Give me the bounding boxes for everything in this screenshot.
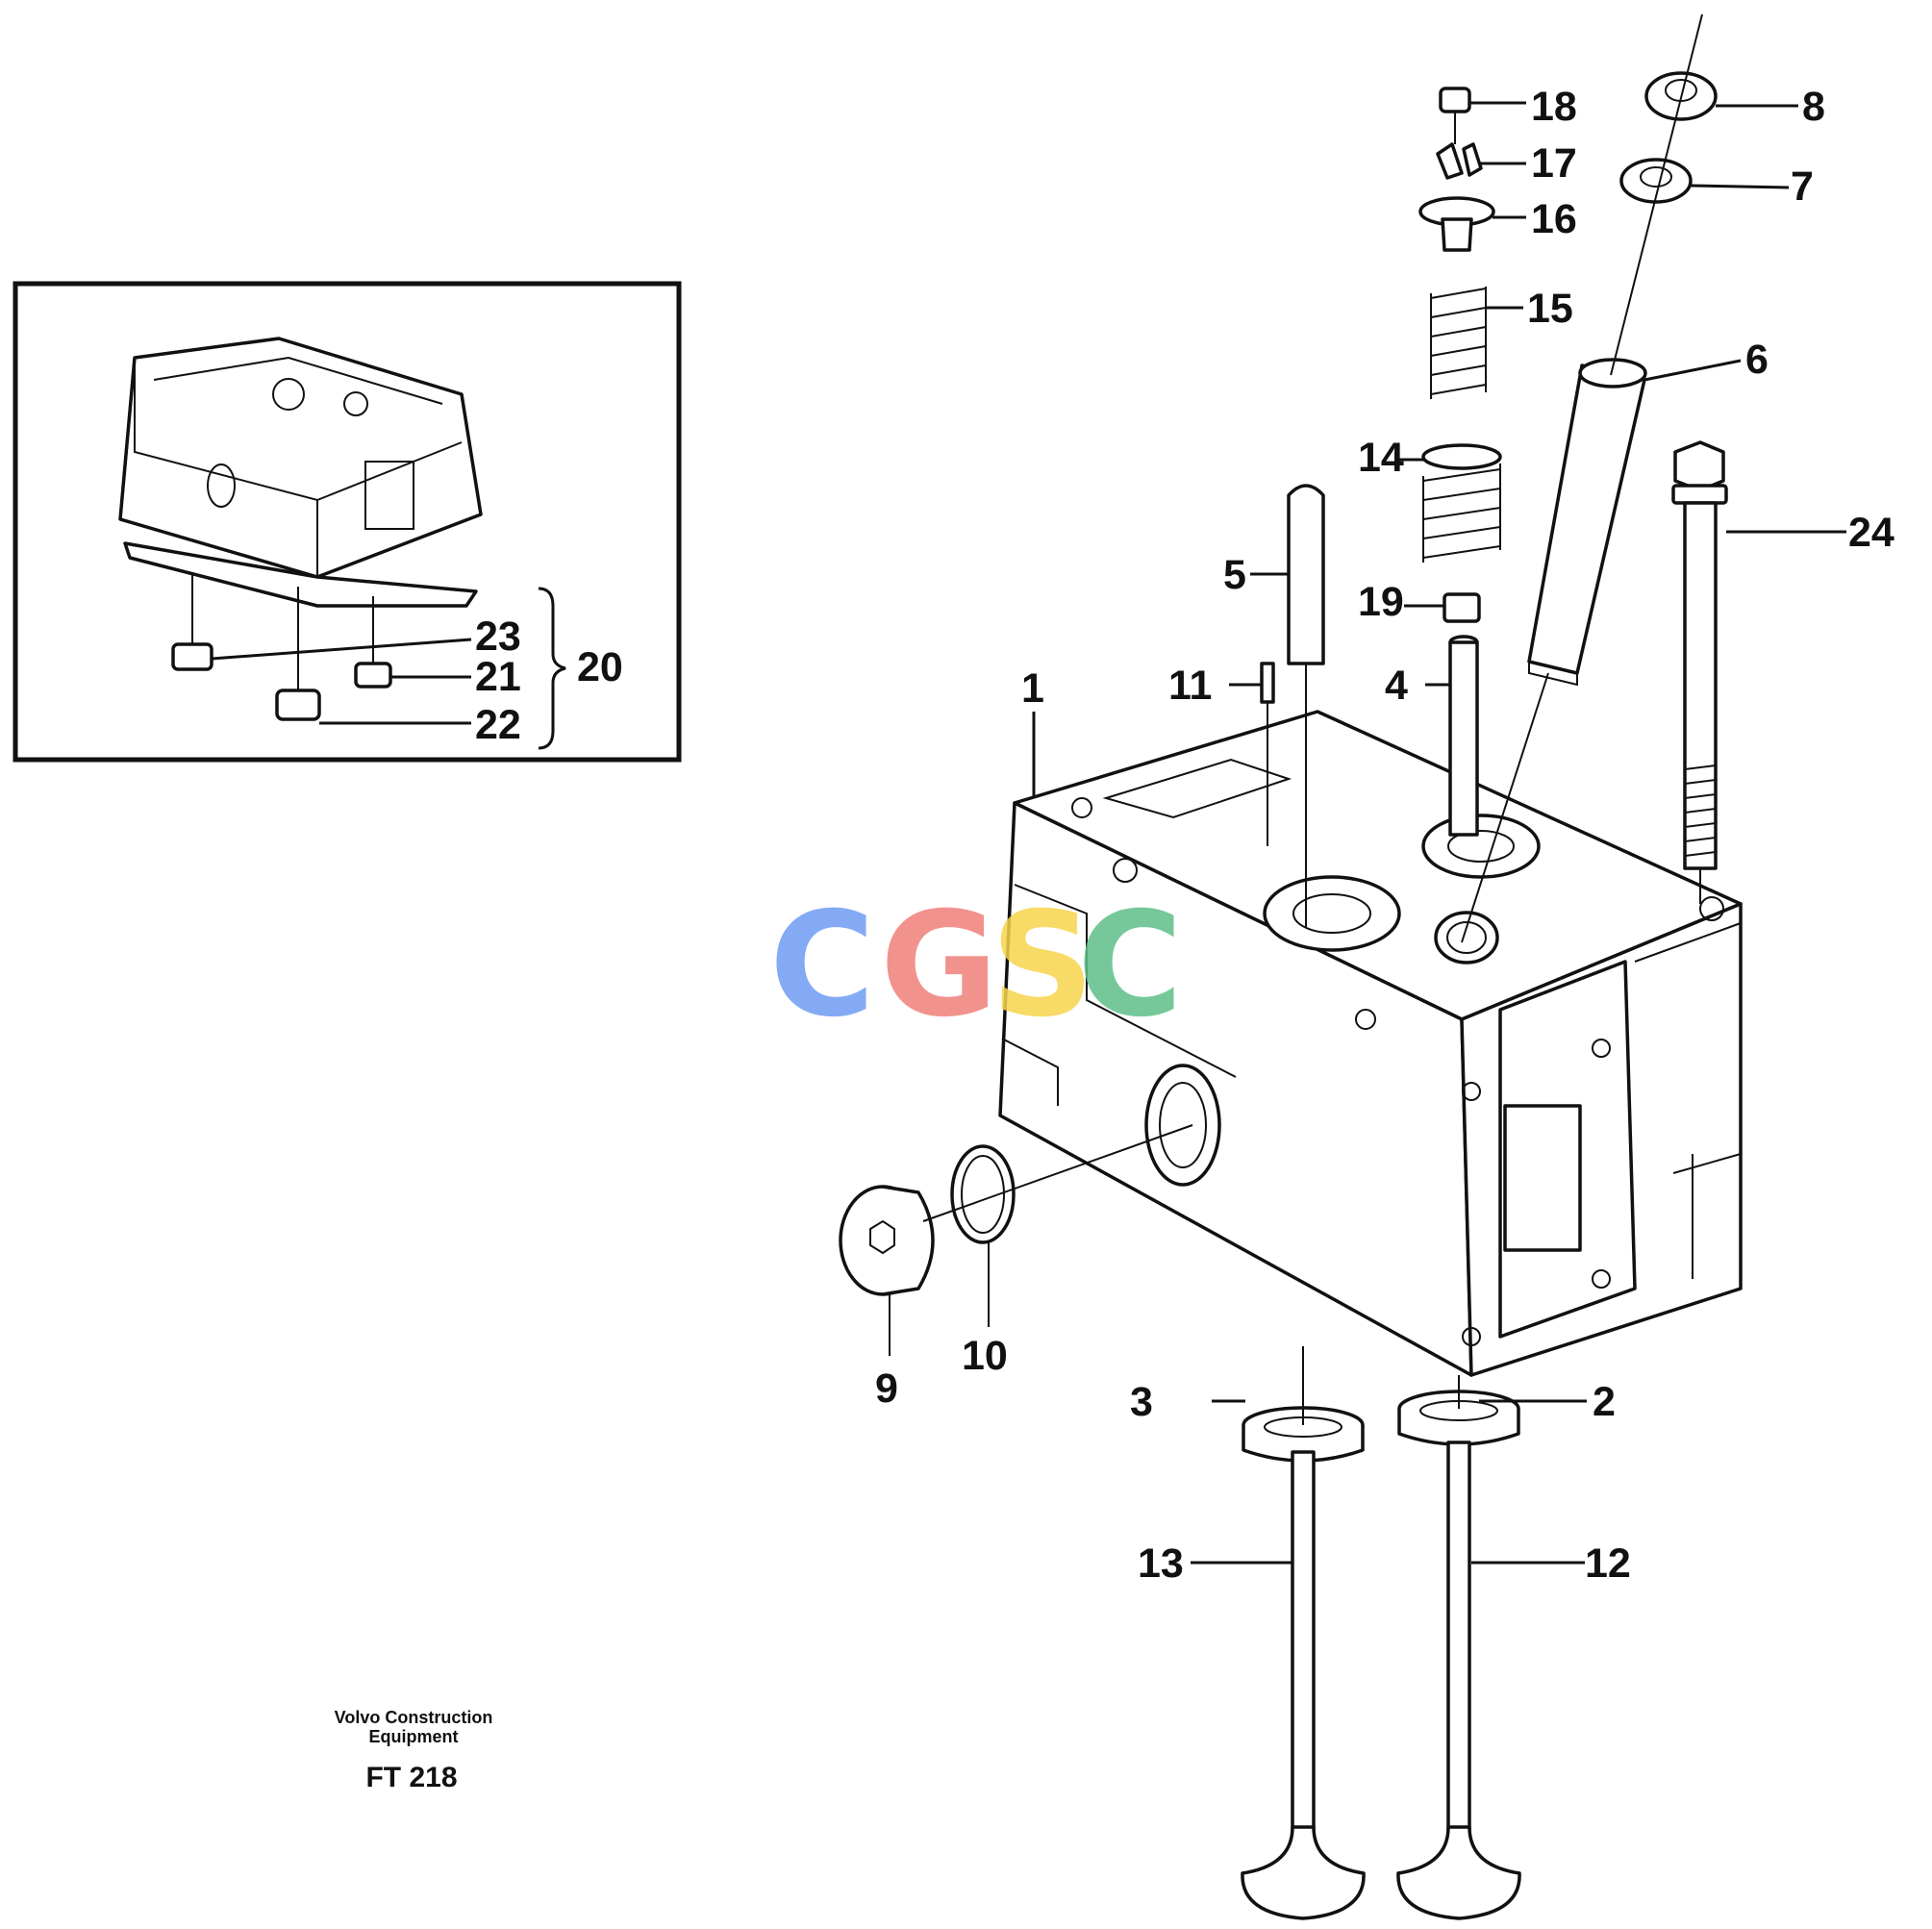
o-ring-10 bbox=[950, 1144, 1016, 1327]
plug-9 bbox=[839, 1185, 935, 1356]
watermark-letter-c1: C bbox=[769, 882, 875, 1049]
callout-12: 12 bbox=[1585, 1541, 1631, 1587]
callout-23: 23 bbox=[475, 614, 521, 660]
footer-company-line2: Equipment bbox=[369, 1727, 459, 1746]
footer-figure-code: FT 218 bbox=[365, 1762, 457, 1793]
callout-8: 8 bbox=[1802, 84, 1825, 130]
callout-20: 20 bbox=[577, 644, 623, 690]
inset-seal-23 bbox=[171, 572, 213, 671]
inset-gasket bbox=[123, 541, 478, 608]
callout-11: 11 bbox=[1168, 663, 1212, 709]
cylinder-head-bolt-24 bbox=[1671, 440, 1728, 904]
callout-16: 16 bbox=[1531, 196, 1577, 242]
callout-5: 5 bbox=[1223, 552, 1246, 598]
valve-seat-3 bbox=[1242, 1346, 1365, 1463]
outer-valve-spring-14 bbox=[1421, 443, 1502, 563]
footer-company-line1: Volvo Construction bbox=[335, 1708, 493, 1727]
inset-seal-22 bbox=[275, 587, 321, 721]
inner-valve-spring-15 bbox=[1430, 287, 1487, 399]
valve-cap-18 bbox=[1439, 87, 1471, 144]
callout-1: 1 bbox=[1021, 665, 1044, 712]
callout-15: 15 bbox=[1527, 286, 1573, 332]
valve-collets-17 bbox=[1436, 142, 1483, 180]
callout-19: 19 bbox=[1358, 579, 1404, 625]
callout-13: 13 bbox=[1138, 1541, 1184, 1587]
injector-sleeve-6 bbox=[1461, 358, 1647, 943]
callout-10: 10 bbox=[962, 1333, 1008, 1379]
inset-cylinder-head bbox=[118, 337, 483, 579]
callout-21: 21 bbox=[475, 654, 521, 700]
valve-guide-4 bbox=[1448, 635, 1479, 837]
callout-4: 4 bbox=[1385, 663, 1408, 709]
cylinder-head bbox=[998, 710, 1743, 1377]
sealing-ring-7 bbox=[1619, 158, 1693, 204]
callout-3: 3 bbox=[1130, 1379, 1153, 1425]
inset-seal-21 bbox=[354, 596, 392, 689]
spring-retainer-16 bbox=[1418, 196, 1495, 252]
callout-24: 24 bbox=[1848, 510, 1894, 556]
callout-7: 7 bbox=[1791, 163, 1814, 210]
watermark-cgsc: C G S C bbox=[769, 882, 1183, 1049]
watermark-letter-s: S bbox=[991, 882, 1094, 1049]
watermark-letter-g: G bbox=[880, 882, 998, 1049]
valve-stem-seal-19 bbox=[1443, 592, 1481, 623]
callout-6: 6 bbox=[1745, 337, 1769, 383]
valve-seat-2 bbox=[1397, 1375, 1520, 1446]
pin-11 bbox=[1260, 662, 1275, 846]
watermark-letter-c2: C bbox=[1077, 882, 1183, 1049]
callout-17: 17 bbox=[1531, 140, 1577, 187]
inset-gasket-kit bbox=[13, 281, 682, 763]
callout-22: 22 bbox=[475, 702, 521, 748]
guide-pin-5 bbox=[1287, 484, 1325, 928]
footer-label: Volvo Construction Equipment FT 218 bbox=[335, 1708, 493, 1793]
callout-14: 14 bbox=[1358, 435, 1404, 481]
valve-12 bbox=[1396, 1440, 1521, 1920]
callout-9: 9 bbox=[875, 1365, 898, 1412]
callout-18: 18 bbox=[1531, 84, 1577, 130]
valve-13 bbox=[1241, 1450, 1366, 1920]
callout-2: 2 bbox=[1593, 1379, 1616, 1425]
